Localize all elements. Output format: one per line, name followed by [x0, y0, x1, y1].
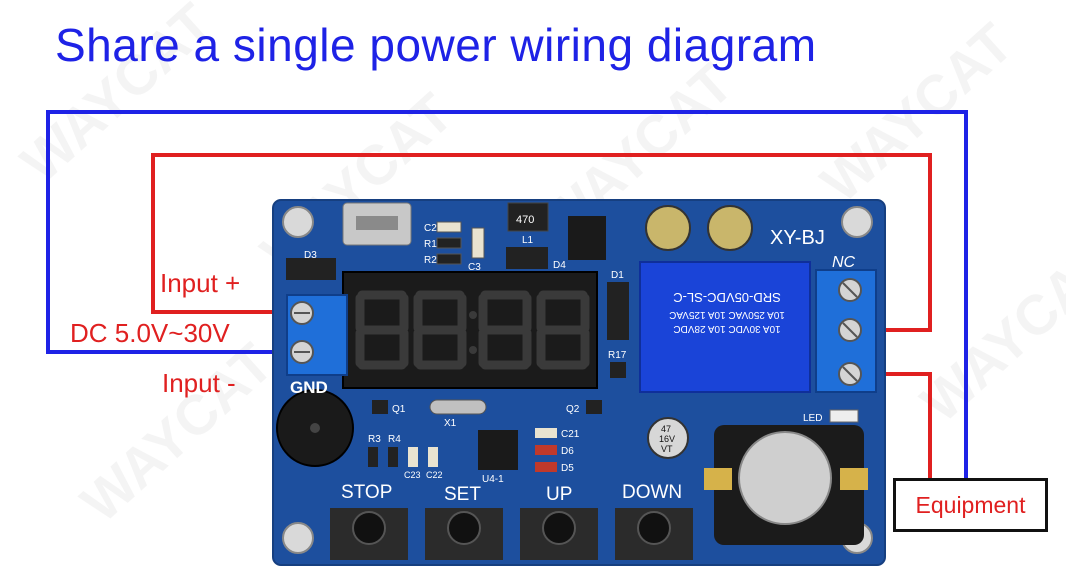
blue-wire: [46, 110, 968, 480]
inductor-code: 470: [516, 214, 534, 226]
comp-c21: C21: [561, 429, 580, 440]
comp-d6: D6: [561, 446, 574, 457]
comp-r2: R2: [424, 255, 437, 266]
comp-c23: C23: [404, 470, 421, 480]
relay-rating-dc: 10A 30VDC 10A 28VDC: [673, 323, 780, 334]
nc-label: NC: [832, 254, 856, 271]
comp-d3: D3: [304, 250, 317, 261]
led-label: LED: [803, 413, 822, 424]
comp-d5: D5: [561, 463, 574, 474]
comp-r3: R3: [368, 434, 381, 445]
comp-r4: R4: [388, 434, 401, 445]
seven-segment-display: [355, 290, 590, 370]
relay-rating-ac: 10A 250VAC 10A 125VAC: [669, 309, 785, 320]
pcb-board: 470 SRD-05VDC-SL-C 10A 250VAC 10A 125VAC…: [272, 199, 886, 566]
comp-c22: C22: [426, 470, 443, 480]
comp-q1: Q1: [392, 404, 406, 415]
input-minus-label: Input -: [162, 368, 236, 398]
up-label: UP: [546, 484, 572, 505]
comp-q2: Q2: [566, 404, 580, 415]
button-row: [330, 508, 693, 560]
stop-label: STOP: [341, 482, 392, 503]
comp-d4: D4: [553, 260, 566, 271]
comp-x1: X1: [444, 418, 457, 429]
set-label: SET: [444, 484, 481, 505]
red-wire-input: [151, 153, 932, 332]
comp-r1: R1: [424, 239, 437, 250]
cap-voltage: 16V: [659, 434, 675, 444]
dc-range-label: DC 5.0V~30V: [70, 318, 230, 348]
down-label: DOWN: [622, 482, 682, 503]
cap-series: VT: [661, 444, 673, 454]
comp-r17: R17: [608, 350, 627, 361]
gnd-label: GND: [290, 378, 328, 397]
cap-value: 47: [661, 424, 671, 434]
board-model: XY-BJ: [770, 227, 825, 249]
comp-u4-1: U4-1: [482, 474, 504, 485]
equipment-label: Equipment: [915, 491, 1026, 518]
comp-d1: D1: [611, 270, 624, 281]
comp-c2: C2: [424, 223, 437, 234]
comp-l1: L1: [522, 235, 534, 246]
equipment-box: Equipment: [893, 478, 1048, 532]
input-plus-label: Input +: [160, 268, 241, 298]
comp-c3: C3: [468, 262, 481, 273]
page-title: Share a single power wiring diagram: [55, 19, 817, 71]
relay-model: SRD-05VDC-SL-C: [673, 290, 781, 305]
